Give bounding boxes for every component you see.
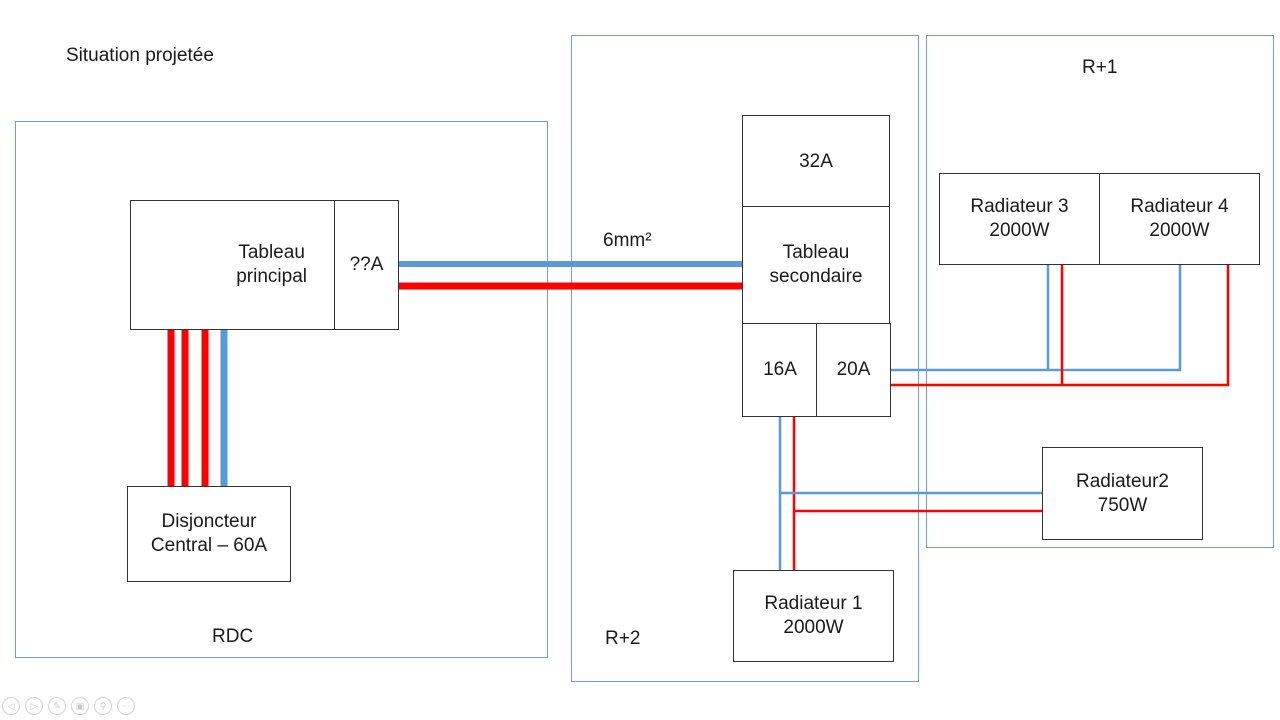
- radiateur-4: Radiateur 4 2000W: [1099, 173, 1260, 265]
- breaker-20a: 20A: [816, 323, 891, 417]
- zoom-icon[interactable]: ⚲: [94, 697, 112, 715]
- pen-icon[interactable]: ✎: [48, 697, 66, 715]
- slideshow-controls: ◁ ▷ ✎ ▣ ⚲ ⋯: [2, 697, 135, 715]
- more-options-icon[interactable]: ⋯: [117, 697, 135, 715]
- radiateur-1: Radiateur 1 2000W: [733, 570, 894, 662]
- radiateur-3: Radiateur 3 2000W: [939, 173, 1100, 265]
- slides-grid-icon[interactable]: ▣: [71, 697, 89, 715]
- previous-slide-icon[interactable]: ◁: [2, 697, 20, 715]
- zone-r1-label: R+1: [1082, 57, 1118, 78]
- zone-rdc: [15, 121, 548, 658]
- cable-section-label: 6mm²: [603, 230, 652, 251]
- breaker-16a: 16A: [742, 323, 818, 417]
- tableau-secondaire: Tableau secondaire: [742, 206, 890, 324]
- radiateur-2: Radiateur2 750W: [1042, 447, 1203, 540]
- zone-r2-label: R+2: [605, 628, 641, 649]
- tableau-principal: Tableau principal: [130, 200, 336, 330]
- slide-title: Situation projetée: [66, 45, 214, 66]
- zone-rdc-label: RDC: [212, 626, 254, 647]
- next-slide-icon[interactable]: ▷: [25, 697, 43, 715]
- disjoncteur-central: Disjoncteur Central – 60A: [127, 486, 291, 582]
- breaker-32a: 32A: [742, 115, 890, 208]
- main-breaker: ??A: [334, 200, 399, 330]
